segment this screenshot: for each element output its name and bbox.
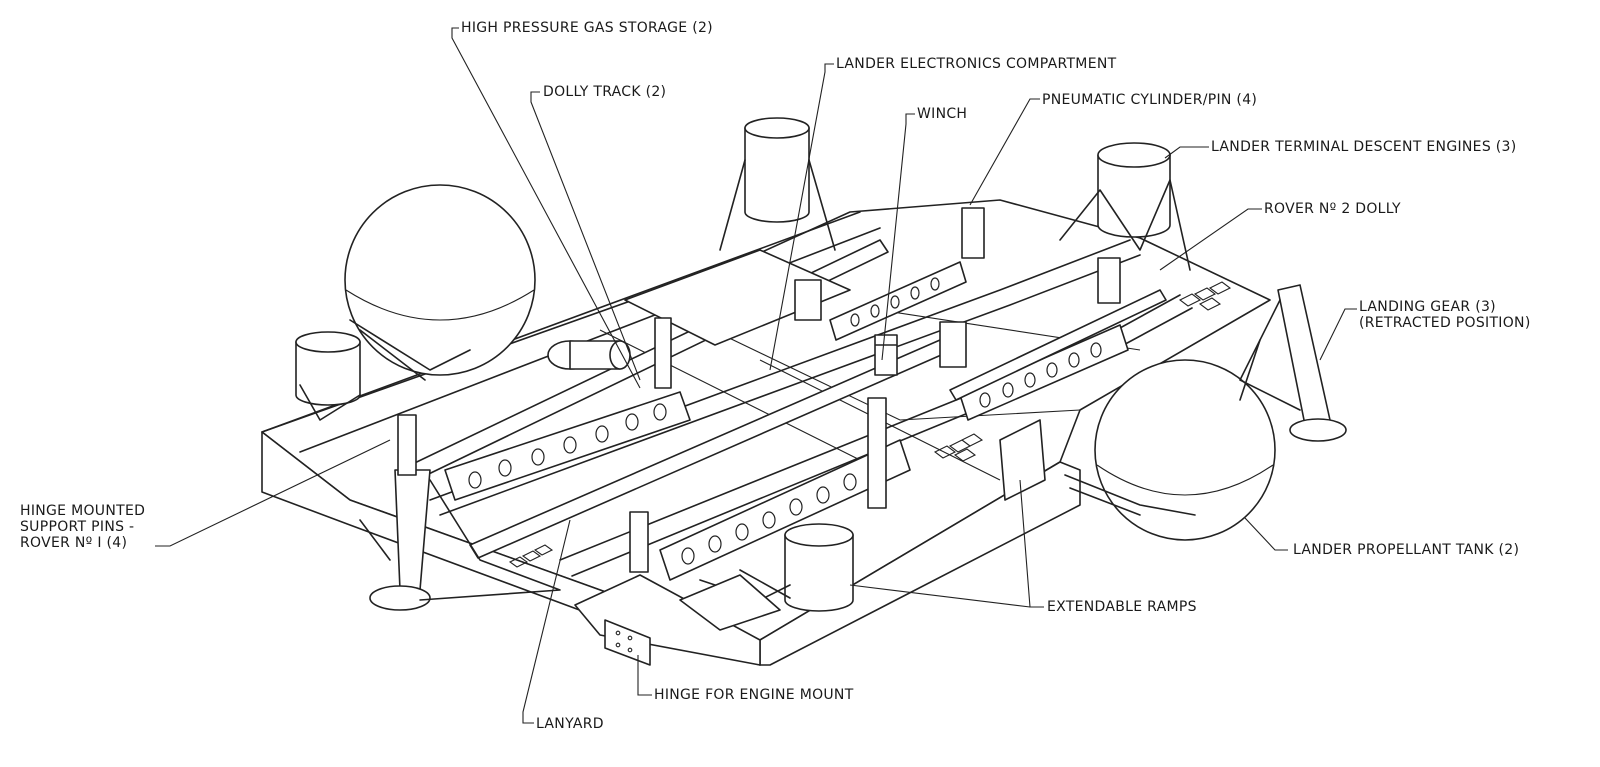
label-hinge-support-pins: HINGE MOUNTED SUPPORT PINS - ROVER Nº I … bbox=[20, 503, 145, 551]
label-rover2-dolly: ROVER Nº 2 DOLLY bbox=[1264, 201, 1401, 217]
propellant-tank-left bbox=[344, 184, 536, 381]
landing-gear-left bbox=[359, 469, 561, 611]
perforated-beam-right bbox=[959, 324, 1129, 421]
label-hinge-support-pins-line3: ROVER Nº I (4) bbox=[20, 535, 128, 551]
label-electronics-compartment: LANDER ELECTRONICS COMPARTMENT bbox=[836, 56, 1117, 72]
descent-engine-front bbox=[699, 523, 854, 612]
perforated-beam-middle bbox=[659, 439, 911, 581]
label-lanyard: LANYARD bbox=[536, 716, 604, 732]
perforated-beam-rear bbox=[829, 261, 967, 341]
label-winch: WINCH bbox=[917, 106, 968, 122]
upright-posts bbox=[397, 207, 1121, 573]
electronics-compartment bbox=[624, 249, 851, 346]
propellant-tank-right bbox=[1064, 359, 1276, 541]
label-descent-engines: LANDER TERMINAL DESCENT ENGINES (3) bbox=[1211, 139, 1517, 155]
label-extendable-ramps: EXTENDABLE RAMPS bbox=[1047, 599, 1197, 615]
landing-gear-right bbox=[1239, 284, 1347, 442]
descent-engine-rear bbox=[1059, 142, 1191, 271]
winch bbox=[874, 334, 898, 376]
label-gas-storage: HIGH PRESSURE GAS STORAGE (2) bbox=[461, 20, 713, 36]
label-hinge-engine-mount: HINGE FOR ENGINE MOUNT bbox=[654, 687, 854, 703]
label-landing-gear: LANDING GEAR (3) (RETRACTED POSITION) bbox=[1359, 299, 1531, 331]
label-hinge-support-pins-line2: SUPPORT PINS - bbox=[20, 519, 135, 535]
label-hinge-support-pins-line1: HINGE MOUNTED bbox=[20, 503, 146, 519]
leader-lines bbox=[155, 27, 1357, 724]
label-landing-gear-line1: LANDING GEAR (3) bbox=[1359, 299, 1496, 315]
deck-markings bbox=[508, 281, 1232, 568]
label-landing-gear-line2: (RETRACTED POSITION) bbox=[1359, 315, 1531, 331]
extendable-ramps bbox=[679, 419, 1046, 631]
gas-storage-bottle bbox=[547, 340, 631, 370]
label-pneumatic-cylinder: PNEUMATIC CYLINDER/PIN (4) bbox=[1042, 92, 1258, 108]
label-propellant-tank: LANDER PROPELLANT TANK (2) bbox=[1293, 542, 1520, 558]
perforated-beam-front bbox=[444, 391, 691, 501]
engine-hinge-plate bbox=[604, 619, 651, 666]
descent-engine-top bbox=[719, 117, 836, 251]
descent-engine-left bbox=[295, 331, 361, 421]
label-dolly-track: DOLLY TRACK (2) bbox=[543, 84, 667, 100]
